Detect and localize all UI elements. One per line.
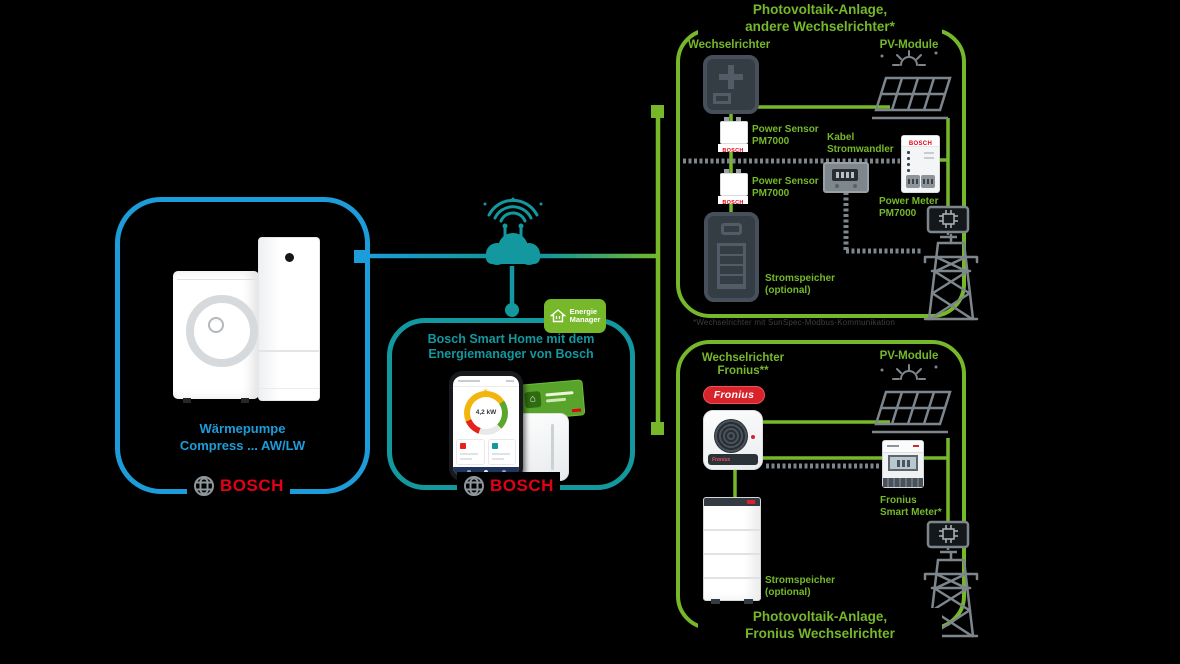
app-nav-bar xyxy=(453,467,519,476)
grid-monitor-icon xyxy=(926,205,972,244)
heat-pump-label: Wärmepumpe Compress ... AW/LW xyxy=(125,420,360,454)
fronius-smart-meter xyxy=(882,440,924,488)
pv-module-icon xyxy=(862,362,956,441)
pv-fronius-title-line1: Photovoltaik-Anlage, xyxy=(752,609,888,624)
fronius-logo: Fronius xyxy=(703,386,765,404)
inverter xyxy=(703,55,759,114)
meter-display xyxy=(832,169,858,181)
inverter-label: Wechselrichter xyxy=(688,39,771,51)
power-sensor-bottom: BOSCH xyxy=(718,169,748,206)
bosch-symbol-icon xyxy=(194,476,214,496)
pv-fronius-title-line2: Fronius Wechselrichter xyxy=(745,626,895,641)
footnote-text: *Wechselrichter mit SunSpec-Modbus-Kommu… xyxy=(693,318,895,327)
panel-seam xyxy=(259,388,319,389)
status-led xyxy=(751,435,755,439)
heat-pump-indoor-unit xyxy=(258,237,320,401)
card-text-bar xyxy=(545,391,574,397)
app-header-bar xyxy=(453,376,519,387)
connector-node-teal-dot xyxy=(505,303,519,317)
fan-ring xyxy=(186,295,258,367)
battery-modules xyxy=(717,243,746,289)
inverter-display xyxy=(713,93,731,104)
connector-node-green-bottom xyxy=(651,422,664,435)
bosch-device-label: BOSCH xyxy=(718,196,748,206)
meter-lcd xyxy=(888,455,918,471)
cloud-wifi-icon xyxy=(467,197,559,274)
bosch-wordmark: BOSCH xyxy=(220,476,284,495)
house-plug-icon xyxy=(549,309,566,323)
gauge-value: 4,2 kW xyxy=(475,409,497,416)
card-text-bar xyxy=(545,397,567,403)
badge-line1: Energie xyxy=(569,306,598,316)
pv-module-label: PV-Module xyxy=(879,39,939,51)
sun-icon: ☀ xyxy=(482,387,490,396)
power-meter-label: Power Meter PM7000 xyxy=(879,196,939,219)
smart-home-title: Bosch Smart Home mit dem Energiemanager … xyxy=(391,332,631,362)
energie-manager-badge: Energie Manager xyxy=(544,299,606,333)
power-sensor-top-label: Power Sensor PM7000 xyxy=(752,124,819,147)
fronius-inverter: Fronius xyxy=(703,410,763,470)
pv-module-label: PV-Module xyxy=(879,350,939,362)
power-sensor-bottom-label: Power Sensor PM7000 xyxy=(752,176,819,199)
bosch-logo: BOSCH xyxy=(457,472,560,500)
bosch-wordmark: BOSCH xyxy=(490,476,554,495)
unit-top-seam xyxy=(177,279,255,280)
connector-node-green-top xyxy=(651,105,664,118)
terminal-block xyxy=(906,175,920,188)
unit-foot xyxy=(241,398,249,403)
bosch-symbol-mini-icon xyxy=(208,317,224,333)
power-meter: BOSCH xyxy=(901,135,940,193)
heat-pump-outdoor-unit xyxy=(173,271,259,403)
pv-module-icon xyxy=(862,48,956,127)
pv-other-title-line1: Photovoltaik-Anlage, xyxy=(752,2,888,17)
card-house-tile: ⌂ xyxy=(524,390,542,409)
fronius-smart-meter-label: Fronius Smart Meter* xyxy=(880,495,942,518)
badge-line2: Manager xyxy=(569,315,601,324)
pv-fronius-title: Photovoltaik-Anlage, Fronius Wechselrich… xyxy=(698,608,942,648)
battery-top-cap xyxy=(704,498,760,506)
pv-other-title-line2: andere Wechselrichter* xyxy=(745,19,895,34)
app-tile-solar xyxy=(487,439,516,465)
app-tile-grid xyxy=(456,439,485,465)
battery-storage xyxy=(704,212,759,302)
phone-screen: ☀ 4,2 kW xyxy=(453,376,519,476)
terminal-block xyxy=(921,175,935,188)
bosch-device-label: BOSCH xyxy=(718,144,748,154)
electricity-meter xyxy=(823,162,869,193)
panel-seam xyxy=(259,350,319,352)
app-energy-gauge: ☀ 4,2 kW xyxy=(464,387,508,435)
card-red-strip xyxy=(571,408,582,413)
bosch-symbol-icon xyxy=(464,476,484,496)
unit-foot xyxy=(183,398,191,403)
fronius-inverter-label: Wechselrichter Fronius** xyxy=(701,352,785,377)
smartphone-app: ☀ 4,2 kW xyxy=(449,371,523,481)
power-sensor-top: BOSCH xyxy=(718,117,748,154)
display-dot xyxy=(285,253,294,262)
app-tiles xyxy=(456,439,516,465)
grid-monitor-icon xyxy=(926,520,972,559)
storage-label: Stromspeicher (optional) xyxy=(765,575,836,598)
controller-slot xyxy=(551,424,554,470)
battery-vent xyxy=(721,223,742,235)
storage-label: Stromspeicher (optional) xyxy=(765,273,836,296)
pv-other-title: Photovoltaik-Anlage, andere Wechselricht… xyxy=(698,1,942,37)
bosch-logo: BOSCH xyxy=(187,472,290,500)
meter-terminals xyxy=(883,478,923,487)
bosch-device-label: BOSCH xyxy=(902,136,939,147)
current-transformer-label: Kabel Stromwandler xyxy=(827,132,894,155)
byd-battery-tower xyxy=(703,497,761,604)
smart-home-title-line2: Energiemanager von Bosch xyxy=(428,347,594,361)
power-grid-tower-icon xyxy=(922,233,980,326)
smart-home-title-line1: Bosch Smart Home mit dem xyxy=(427,332,595,346)
heat-pump-label-line1: Wärmepumpe xyxy=(199,421,286,436)
inverter-fan-vent xyxy=(714,419,748,453)
connector-node-blue xyxy=(354,250,367,263)
heat-pump-label-line2: Compress ... AW/LW xyxy=(179,438,306,453)
inverter-base-bar: Fronius xyxy=(708,454,758,465)
